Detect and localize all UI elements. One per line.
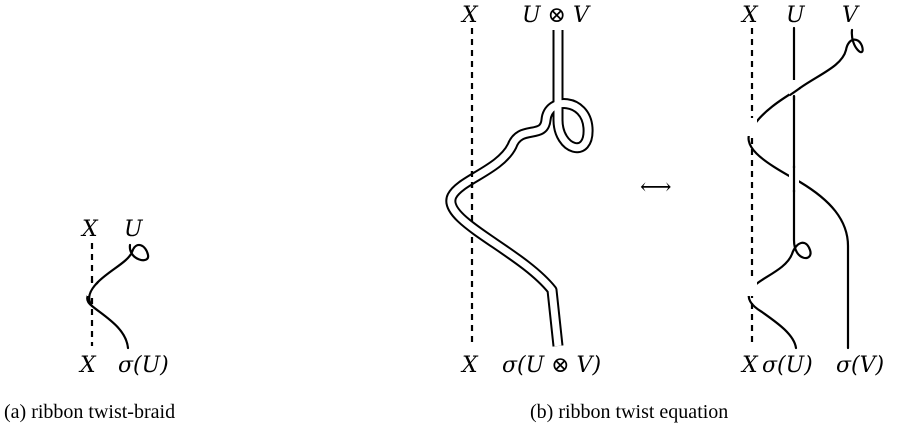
panel-a-top-u-label: U — [124, 217, 144, 242]
panel-b-right-bottom-sigma-v-label: σ(V) — [836, 353, 884, 378]
panel-a-u-strand — [86, 243, 150, 350]
panel-b-right-v-strand — [747, 28, 864, 350]
panel-b-right-top-u-label: U — [786, 3, 806, 28]
panel-b-right-bottom-sigma-u-label: σ(U) — [762, 353, 813, 378]
panel-b-left-bottom-sigma-uv-label: σ(U ⊗ V) — [502, 353, 601, 378]
panel-b-right-bottom-x-label: X — [740, 353, 759, 378]
panel-a-bottom-x-label: X — [78, 353, 97, 378]
equivalence-arrow: ⟷ — [640, 175, 672, 200]
panel-b-left-ribbon: X U ⊗ V X σ(U ⊗ V) — [445, 3, 601, 378]
panel-b-left-bottom-x-label: X — [460, 353, 479, 378]
panel-a-top-x-label: X — [80, 217, 99, 242]
panel-b-right-u-strand — [747, 26, 812, 350]
panel-a-bottom-sigma-u-label: σ(U) — [118, 353, 169, 378]
panel-a-caption: (a) ribbon twist-braid — [4, 401, 175, 423]
panel-b-right-strands: X U V X σ(U) σ(V) — [740, 3, 884, 378]
panel-b-right-top-v-label: V — [842, 3, 860, 28]
panel-b-right-top-x-label: X — [740, 3, 759, 28]
panel-a-ribbon-twist-braid: X U X σ(U) (a) ribbon twist-braid — [4, 217, 175, 423]
panel-b-caption: (b) ribbon twist equation — [530, 401, 728, 423]
panel-b-left-top-x-label: X — [460, 3, 479, 28]
panel-b-left-top-uv-label: U ⊗ V — [522, 3, 591, 28]
